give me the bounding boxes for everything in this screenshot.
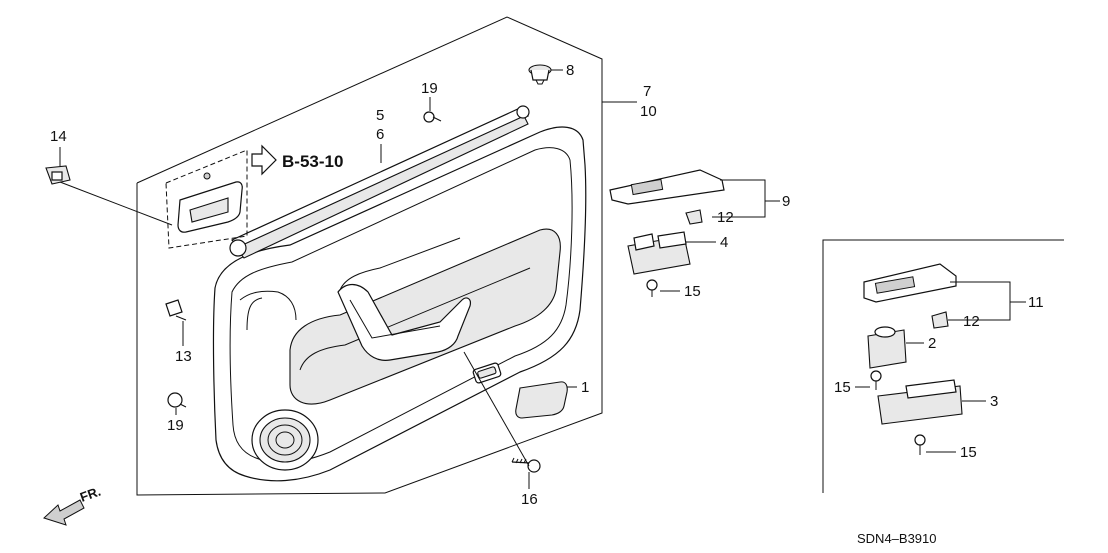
callout-9: 9 <box>782 193 790 210</box>
screw-13 <box>165 299 187 321</box>
callout-15-passenger-lower: 15 <box>960 444 977 461</box>
callout-8: 8 <box>566 62 574 79</box>
tapping-screw-16 <box>511 457 541 473</box>
screw-15-driver <box>646 279 658 297</box>
callout-3: 3 <box>990 393 998 410</box>
callout-2: 2 <box>928 335 936 352</box>
callout-15-passenger-upper: 15 <box>834 379 851 396</box>
callout-6: 6 <box>376 126 384 143</box>
power-window-switch-panel <box>609 169 725 205</box>
screw-19-bottom <box>167 392 187 408</box>
passenger-switch-panel <box>863 263 957 303</box>
callout-5: 5 <box>376 107 384 124</box>
screw-15-passenger-lower <box>914 434 926 455</box>
handle-detail-frame <box>165 149 248 249</box>
callout-11: 11 <box>1028 294 1044 311</box>
callout-4: 4 <box>720 234 728 251</box>
reference-arrow-icon <box>251 144 277 176</box>
door-lining-panel <box>212 126 587 482</box>
screw-15-passenger-upper <box>870 370 882 390</box>
leader-lines <box>59 69 1026 489</box>
callout-1: 1 <box>581 379 589 396</box>
diagram-code: SDN4–B3910 <box>857 531 937 546</box>
callout-12-driver: 12 <box>717 209 734 226</box>
callout-16: 16 <box>521 491 538 508</box>
callout-10: 10 <box>640 103 657 120</box>
inner-handle-bezel <box>177 172 243 233</box>
callout-19-bottom: 19 <box>167 417 184 434</box>
callout-13: 13 <box>175 348 192 365</box>
power-window-switch-assembly <box>877 379 963 425</box>
callout-19-top: 19 <box>421 80 438 97</box>
master-window-switch <box>627 231 691 275</box>
callout-12-passenger: 12 <box>963 313 980 330</box>
switch-clip-12b <box>931 311 949 329</box>
front-direction-label: FR. <box>78 484 103 505</box>
switch-clip-12a <box>685 209 703 225</box>
reference-label: B-53-10 <box>282 152 343 171</box>
callout-7: 7 <box>643 83 651 100</box>
callout-14: 14 <box>50 128 67 145</box>
lining-clip-part <box>45 165 71 185</box>
switch-group-frame <box>822 239 1064 493</box>
front-direction-arrow-icon <box>43 499 85 526</box>
trim-clip-part <box>528 64 552 85</box>
door-weatherstrip <box>229 105 530 259</box>
mirror-switch <box>867 326 907 369</box>
callout-15-driver: 15 <box>684 283 701 300</box>
speaker-cover-part <box>515 381 568 419</box>
screw-19-top <box>423 111 442 123</box>
assembly-frame <box>136 16 603 496</box>
